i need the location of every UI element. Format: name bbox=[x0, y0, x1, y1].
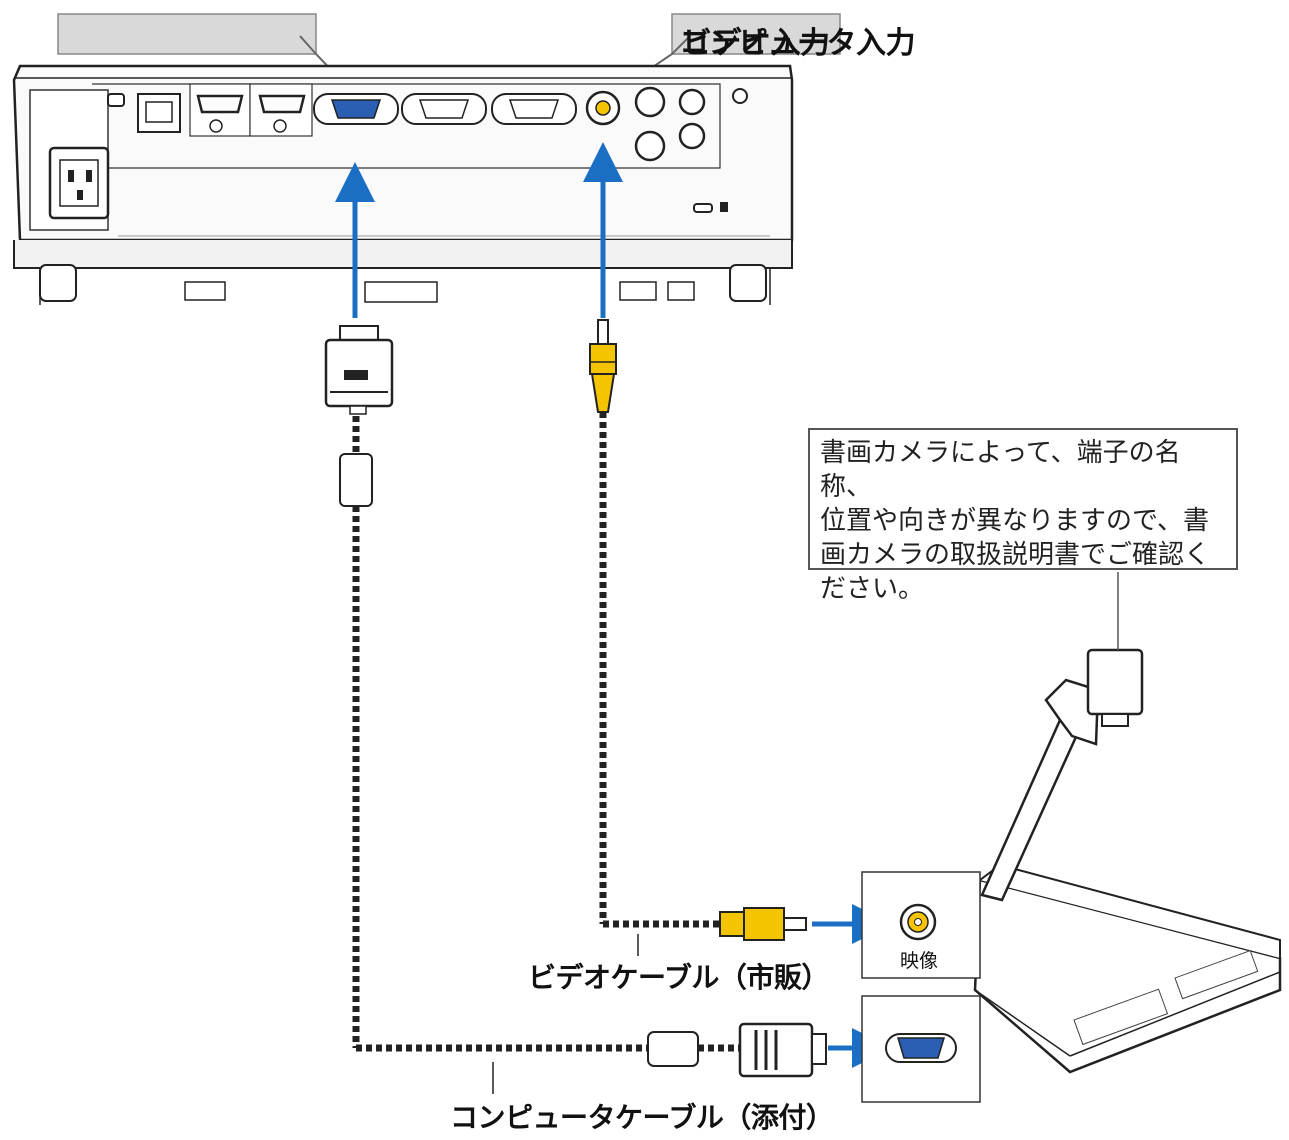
video-cable bbox=[599, 412, 807, 956]
usb-port-icon bbox=[107, 93, 125, 107]
video-input-callout-box bbox=[609, 13, 841, 97]
computer-input-port-icon bbox=[313, 93, 399, 125]
computer-cable bbox=[339, 416, 827, 1094]
lan-port-icon bbox=[137, 93, 181, 133]
note-line-3: 画カメラの取扱説明書でご確認く bbox=[820, 540, 1211, 570]
document-camera bbox=[973, 572, 1282, 1074]
video-input-port-icon bbox=[585, 90, 621, 126]
projector-feet bbox=[39, 264, 767, 303]
power-inlet-icon bbox=[48, 146, 110, 220]
computer-input-callout: コンピュータ入力 bbox=[58, 14, 916, 61]
computer-input-label: コンピュータ入力 bbox=[679, 26, 916, 61]
serial-port-1-icon bbox=[401, 93, 487, 125]
camera-computer-panel bbox=[861, 995, 981, 1103]
note-line-2: 位置や向きが異なりますので、書 bbox=[820, 506, 1209, 536]
video-input-label: ビデオ入力 bbox=[682, 26, 830, 61]
hdmi2-port-icon bbox=[249, 83, 313, 137]
camera-video-panel bbox=[861, 871, 981, 979]
serial-port-2-icon bbox=[491, 93, 577, 125]
hdmi1-port-icon bbox=[189, 83, 251, 137]
video-cable-label: ビデオケーブル（市販） bbox=[528, 961, 829, 994]
note-line-1: 書画カメラによって、端子の名称、 bbox=[820, 438, 1181, 502]
rca-plug-icon bbox=[589, 319, 617, 413]
security-slot-icon bbox=[693, 202, 728, 213]
camera-video-port-label: 映像 bbox=[900, 950, 939, 972]
audio-ports-icon bbox=[634, 86, 748, 162]
vga-plug-icon bbox=[324, 325, 394, 415]
note-line-4: ださい。 bbox=[820, 574, 925, 604]
computer-cable-label: コンピュータケーブル（添付） bbox=[450, 1101, 834, 1134]
camera-note: 書画カメラによって、端子の名称、 位置や向きが異なりますので、書 画カメラの取扱… bbox=[808, 428, 1238, 604]
